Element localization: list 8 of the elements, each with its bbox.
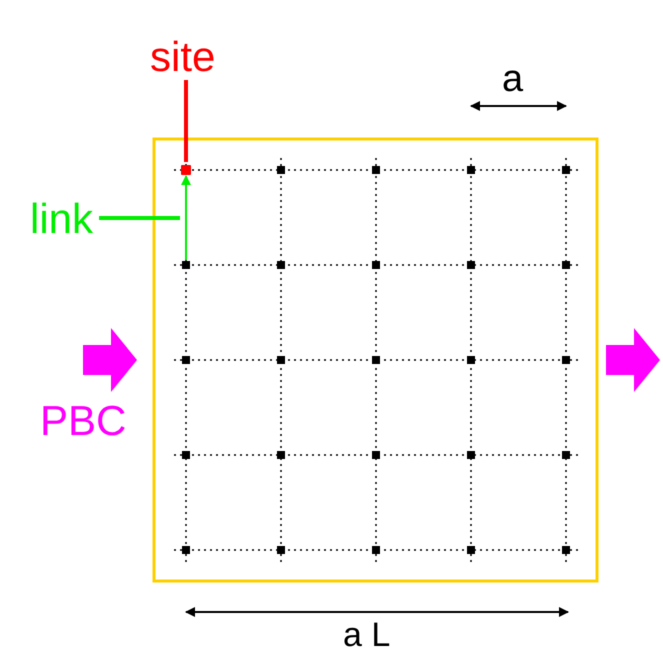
- dimension-label: a L: [343, 618, 390, 652]
- callout-label: site: [150, 36, 216, 78]
- leader-line: [99, 216, 180, 220]
- leader-line: [184, 80, 188, 162]
- callout-label: link: [30, 198, 94, 240]
- link-arrow: [181, 175, 191, 260]
- dimension-label: a: [502, 60, 524, 98]
- boundary-label: PBC: [40, 400, 126, 442]
